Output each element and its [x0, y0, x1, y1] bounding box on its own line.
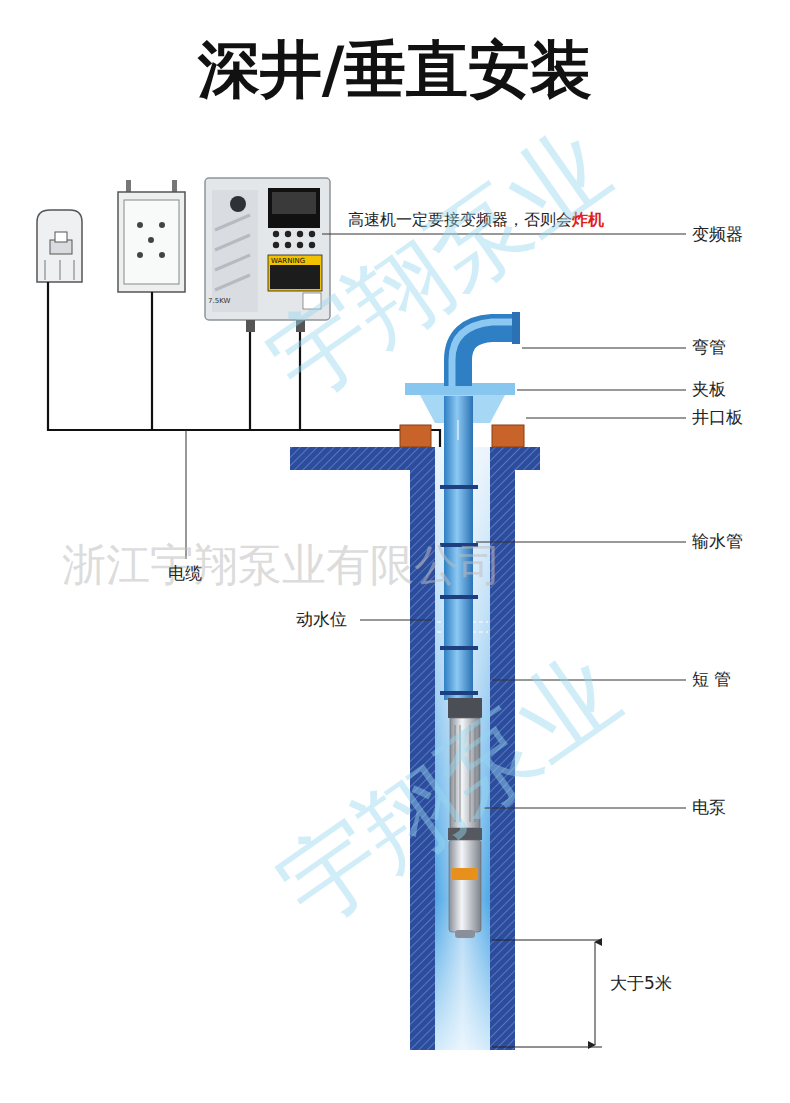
breaker [37, 210, 82, 282]
part-label: 变频器 [692, 225, 743, 245]
part-label: 输水管 [692, 532, 743, 552]
delivery-pipe [440, 312, 520, 700]
part-label: 弯管 [692, 338, 726, 358]
part-label: 井口板 [692, 408, 743, 428]
control-box [118, 180, 185, 292]
page-title: 深井/垂直安装 [0, 34, 790, 105]
power-rating: 7.5KW [208, 297, 230, 305]
warning-tag: WARNING [271, 257, 305, 265]
part-label: 动水位 [296, 610, 347, 630]
part-label: 电缆 [168, 564, 202, 584]
dimension-label: 大于5米 [610, 974, 672, 994]
watermark: 浙江宇翔泵业有限公司 [62, 540, 502, 591]
dimension-line [492, 940, 602, 1047]
part-label: 夹板 [692, 380, 726, 400]
part-label: 短 管 [692, 670, 731, 690]
part-label: 电泵 [692, 798, 726, 818]
